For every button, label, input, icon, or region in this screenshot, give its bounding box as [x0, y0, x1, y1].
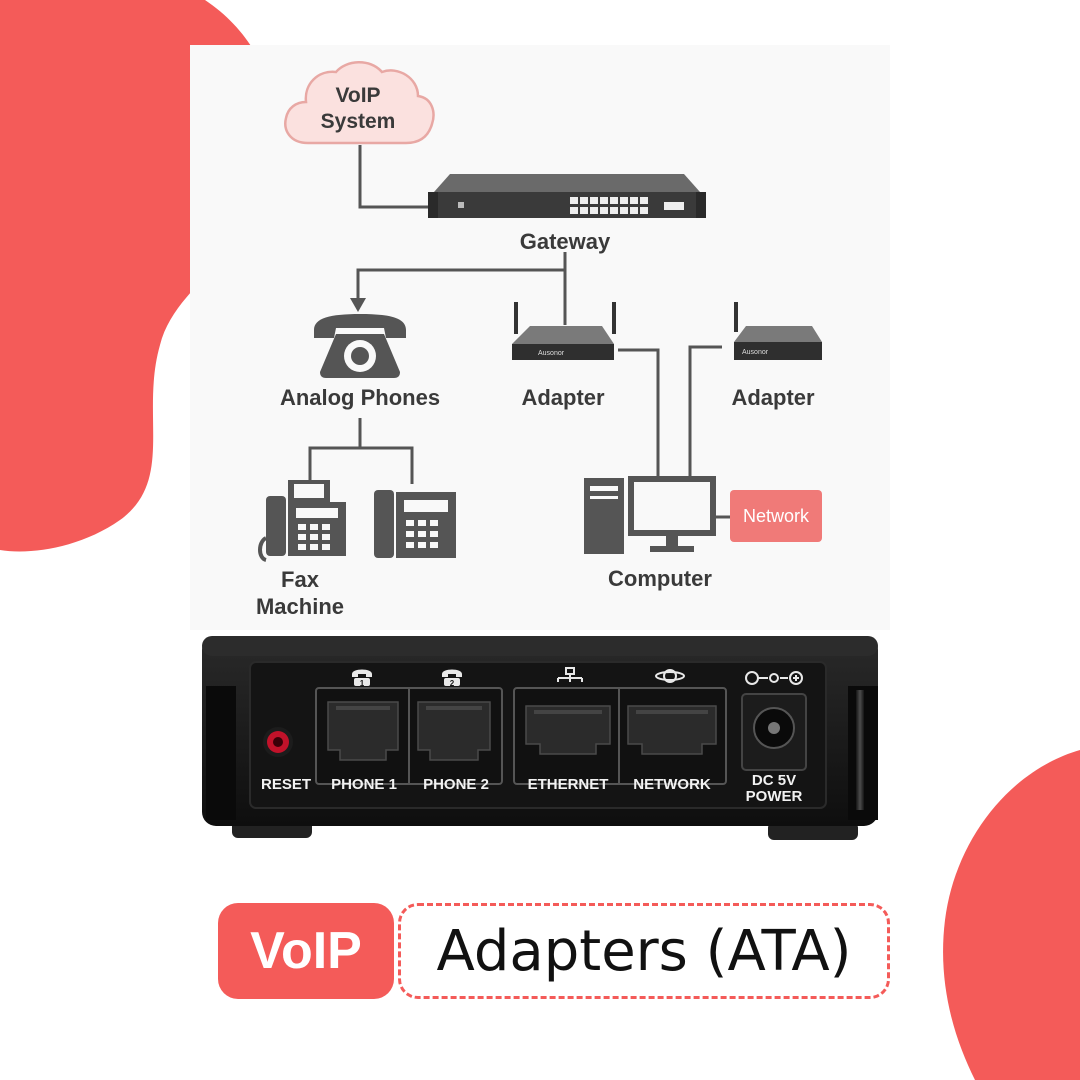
computer-icon	[584, 476, 716, 554]
fax-label-line2: Machine	[255, 594, 345, 619]
network-box: Network	[730, 490, 822, 542]
adapter-right-label: Adapter	[731, 385, 815, 410]
network-port-label: NETWORK	[633, 776, 711, 793]
reset-label: RESET	[260, 776, 311, 793]
ata-device: 1 2 RESET PHONE 1 PHONE 2 ETHERNET NETWO…	[200, 630, 882, 850]
adapter-right-brand: Ausonor	[742, 349, 769, 356]
cloud-label-line1: VoIP	[335, 84, 381, 107]
computer-label: Computer	[608, 566, 712, 591]
power-label-line1: DC 5V	[751, 772, 797, 789]
title-rest-text: Adapters (ATA)	[436, 918, 852, 984]
fax-label-line1: Fax	[281, 567, 319, 592]
adapter-left-brand: Ausonor	[538, 350, 565, 357]
phone2-label: PHONE 2	[423, 776, 489, 793]
power-label-line2: POWER	[745, 788, 803, 805]
title-highlight-text: VoIP	[250, 922, 362, 980]
gateway-icon	[428, 174, 706, 218]
analog-phones-label: Analog Phones	[279, 385, 441, 410]
adapter-right-icon: Ausonor	[734, 302, 822, 360]
cloud-label-line2: System	[320, 110, 396, 133]
gateway-label: Gateway	[519, 229, 611, 254]
phone1-label: PHONE 1	[331, 776, 397, 793]
title-box: Adapters (ATA)	[398, 903, 890, 999]
desk-phone-icon	[374, 490, 456, 558]
bottom-right-blob	[943, 750, 1080, 1080]
phone2-number: 2	[450, 679, 455, 688]
ata-device-body: 1 2	[202, 636, 878, 840]
title-highlight: VoIP	[218, 903, 394, 999]
diagram-lines	[308, 145, 732, 519]
network-label: Network	[742, 505, 809, 526]
fax-machine-icon	[258, 480, 346, 562]
ethernet-label: ETHERNET	[527, 776, 609, 793]
adapter-left-icon: Ausonor	[512, 302, 616, 360]
analog-phone-icon	[314, 314, 406, 378]
adapter-left-label: Adapter	[521, 385, 605, 410]
phone1-number: 1	[360, 679, 365, 688]
cloud-icon	[284, 61, 435, 145]
